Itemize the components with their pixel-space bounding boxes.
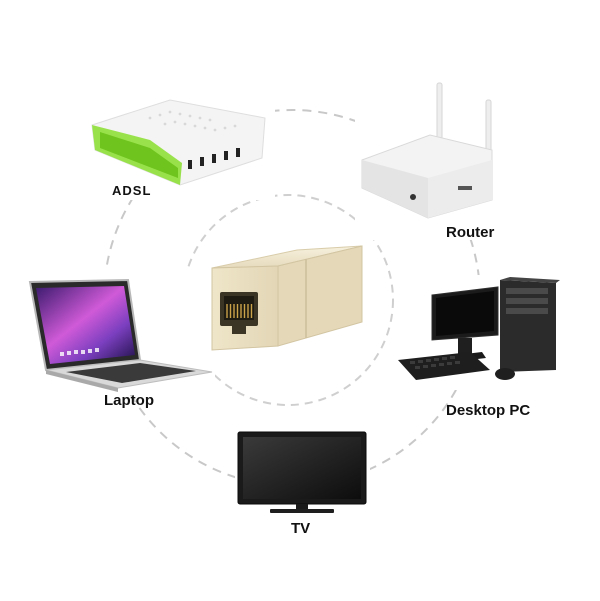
router-image (361, 82, 493, 219)
laptop-label: Laptop (104, 392, 154, 409)
desktop-pc-image (398, 277, 560, 380)
adsl-label: ADSL (112, 183, 152, 198)
adsl-modem-image (91, 99, 266, 186)
tv-label: TV (291, 520, 311, 537)
tv-image (237, 431, 367, 513)
laptop-image (28, 278, 213, 392)
rj45-coupler-image (211, 245, 363, 351)
desktop-pc-label: Desktop PC (446, 402, 531, 419)
router-label: Router (446, 224, 495, 241)
